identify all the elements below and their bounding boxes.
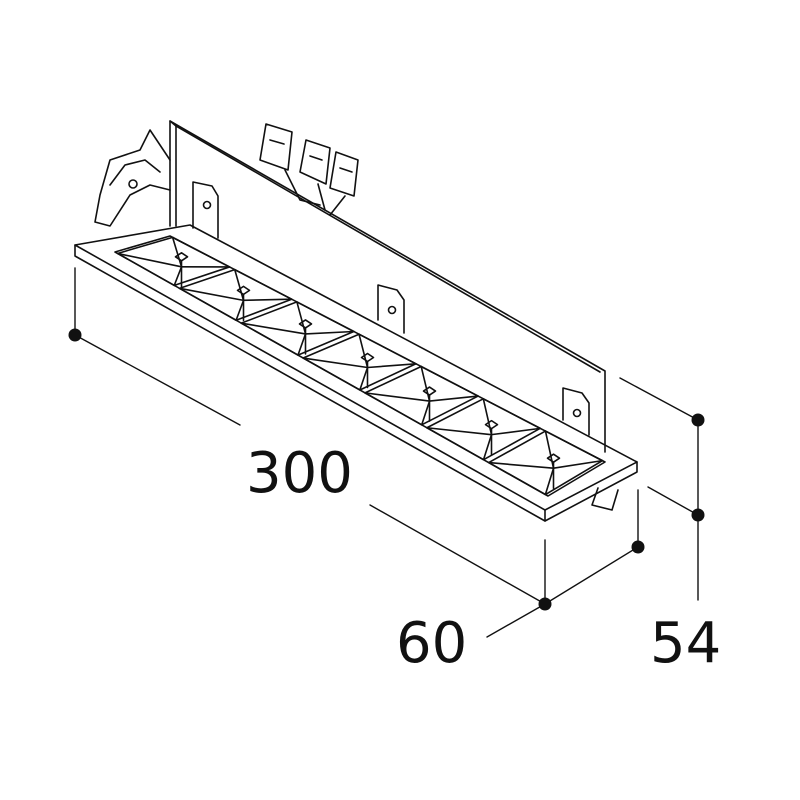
trim-flange (74, 224, 638, 522)
spring-bracket (94, 129, 619, 511)
height-dimension-label: 54 (650, 611, 722, 676)
led-cell (178, 268, 293, 322)
led-lens (422, 386, 437, 396)
led-cell (240, 301, 355, 356)
led-lens (546, 453, 561, 464)
dimension-dots (68, 328, 705, 611)
housing (169, 120, 606, 453)
led-lens (484, 419, 499, 430)
led-cell (364, 365, 479, 426)
led-cell (302, 333, 417, 391)
mounting-clips (192, 181, 590, 436)
width-dimension-label: 60 (396, 611, 468, 676)
length-dimension-label: 300 (246, 441, 353, 506)
led-lens (360, 352, 375, 363)
connectors (259, 123, 359, 216)
led-cell (116, 236, 231, 288)
led-cells (114, 235, 606, 497)
led-cell (487, 430, 604, 496)
led-cell (426, 397, 542, 461)
